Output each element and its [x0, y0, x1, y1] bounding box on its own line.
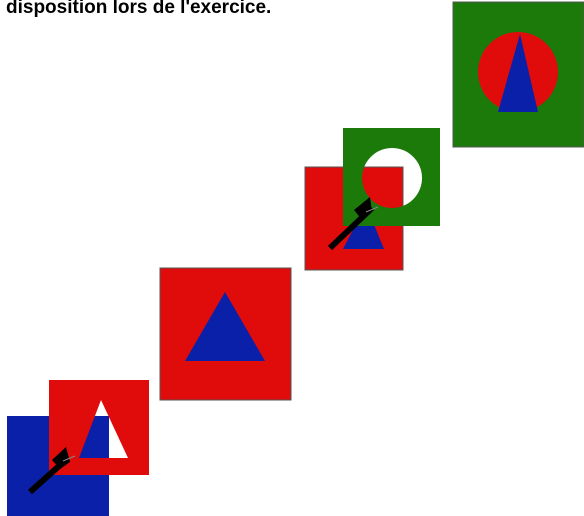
- step-red-square-blue-triangle[interactable]: [160, 268, 291, 400]
- target-model-piece: [453, 2, 584, 147]
- step-two-pieces[interactable]: [305, 128, 440, 270]
- step-one-pieces[interactable]: [7, 380, 149, 516]
